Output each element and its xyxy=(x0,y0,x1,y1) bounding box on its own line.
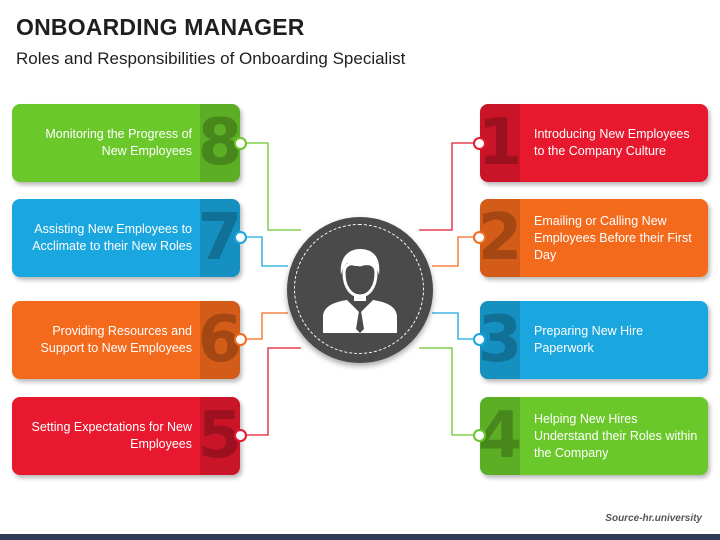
item-number-1: 1 xyxy=(480,106,523,180)
item-card-1: 1 Introducing New Employees to the Compa… xyxy=(480,104,708,182)
item-number-panel: 8 xyxy=(197,104,240,182)
connector-7 xyxy=(245,236,288,267)
page-subtitle: Roles and Responsibilities of Onboarding… xyxy=(16,49,406,68)
connector-dot-3 xyxy=(473,333,486,346)
bottom-bar xyxy=(0,534,720,540)
connector-3 xyxy=(432,312,475,340)
item-number-6: 6 xyxy=(197,303,240,377)
item-number-panel: 6 xyxy=(197,301,240,379)
item-number-panel: 1 xyxy=(480,104,523,182)
connector-dot-5 xyxy=(234,429,247,442)
item-card-7: Assisting New Employees to Acclimate to … xyxy=(12,199,240,277)
item-text-7: Assisting New Employees to Acclimate to … xyxy=(32,222,192,253)
item-number-3: 3 xyxy=(480,303,523,377)
item-text-3: Preparing New Hire Paperwork xyxy=(534,324,644,355)
item-number-8: 8 xyxy=(197,106,240,180)
connector-dot-4 xyxy=(473,429,486,442)
item-text-1: Introducing New Employees to the Company… xyxy=(534,127,690,158)
item-number-4: 4 xyxy=(480,399,523,473)
item-card-2: 2 Emailing or Calling New Employees Befo… xyxy=(480,199,708,277)
item-number-panel: 5 xyxy=(197,397,240,475)
item-card-5: Setting Expectations for New Employees 5 xyxy=(12,397,240,475)
item-number-panel: 4 xyxy=(480,397,523,475)
connector-dot-1 xyxy=(473,137,486,150)
connector-dot-7 xyxy=(234,231,247,244)
connector-dot-2 xyxy=(473,231,486,244)
item-text-2: Emailing or Calling New Employees Before… xyxy=(534,213,692,262)
connector-6 xyxy=(245,312,288,340)
connector-2 xyxy=(432,236,475,267)
item-card-3: 3 Preparing New Hire Paperwork xyxy=(480,301,708,379)
center-hub xyxy=(287,217,433,363)
connector-dot-6 xyxy=(234,333,247,346)
item-number-2: 2 xyxy=(480,201,523,275)
page-title: ONBOARDING MANAGER xyxy=(16,14,305,40)
item-number-7: 7 xyxy=(197,201,240,275)
businessman-icon xyxy=(323,249,397,333)
connector-4 xyxy=(419,347,475,436)
hub-dashed-ring xyxy=(294,224,424,354)
connector-dot-8 xyxy=(234,137,247,150)
item-number-5: 5 xyxy=(197,399,240,473)
connector-5 xyxy=(245,347,301,436)
item-text-6: Providing Resources and Support to New E… xyxy=(40,324,192,355)
item-number-panel: 7 xyxy=(197,199,240,277)
connector-1 xyxy=(419,142,475,231)
item-card-4: 4 Helping New Hires Understand their Rol… xyxy=(480,397,708,475)
item-number-panel: 3 xyxy=(480,301,523,379)
item-number-panel: 2 xyxy=(480,199,523,277)
item-text-4: Helping New Hires Understand their Roles… xyxy=(534,411,698,460)
item-text-5: Setting Expectations for New Employees xyxy=(31,420,193,451)
item-text-8: Monitoring the Progress of New Employees xyxy=(45,127,192,158)
item-card-8: Monitoring the Progress of New Employees… xyxy=(12,104,240,182)
connector-8 xyxy=(245,142,301,231)
source-credit: Source-hr.university xyxy=(605,513,702,524)
item-card-6: Providing Resources and Support to New E… xyxy=(12,301,240,379)
